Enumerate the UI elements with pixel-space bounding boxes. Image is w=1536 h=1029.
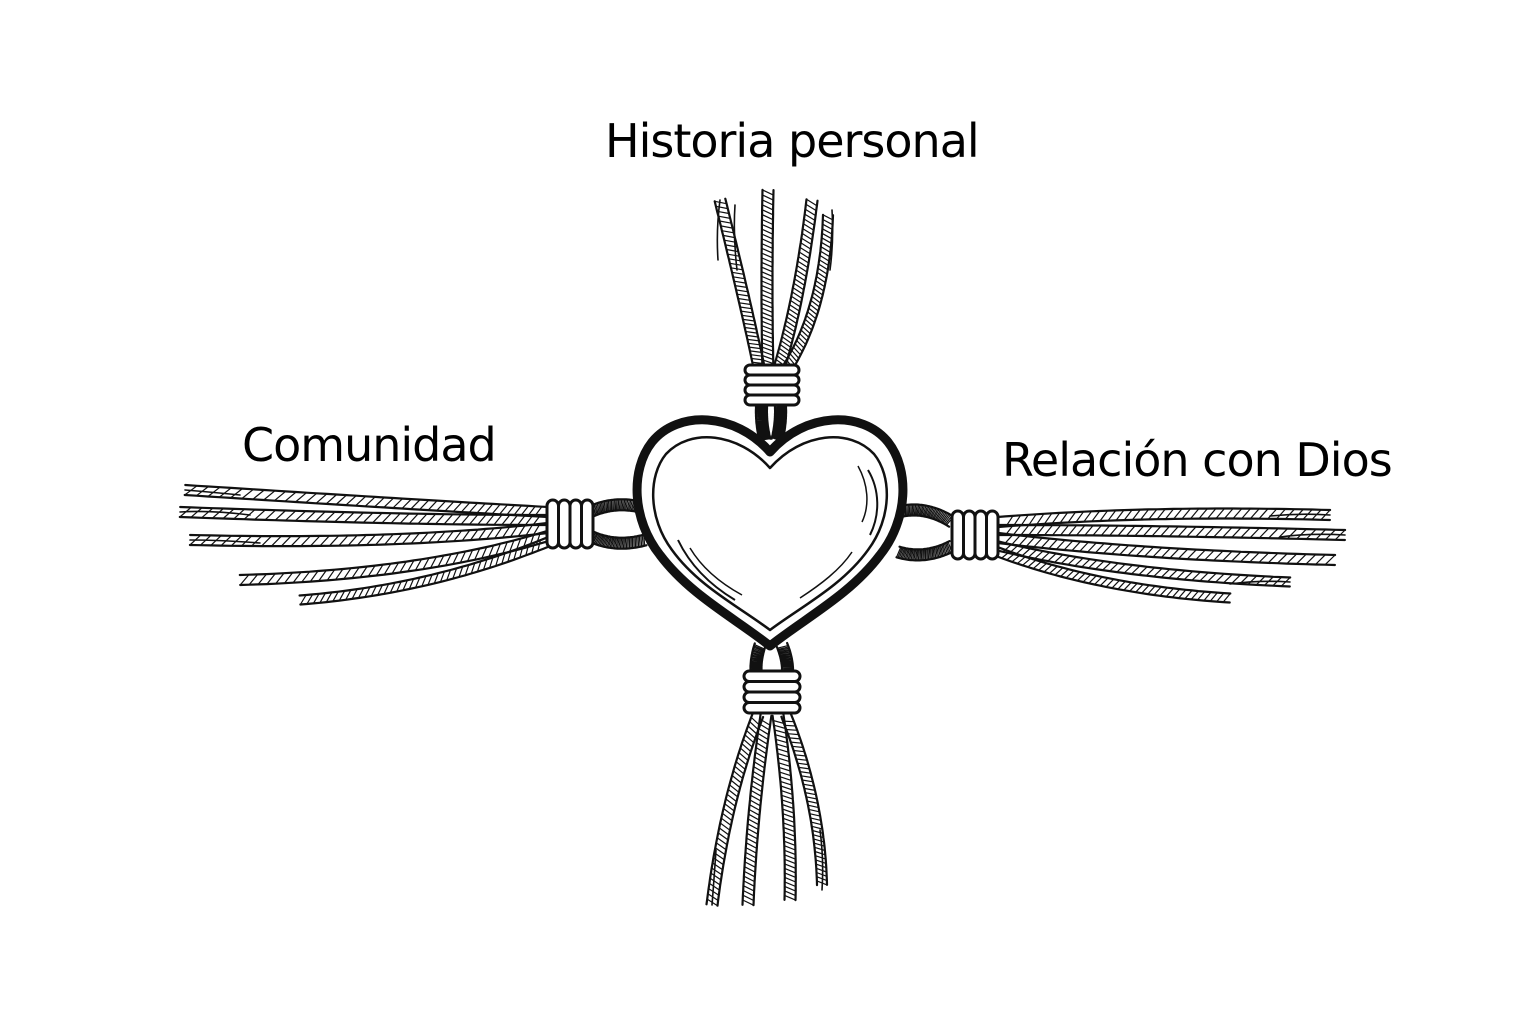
heart-shading [689,547,743,596]
rope-knot [742,669,802,715]
rope-knot [545,498,595,550]
rope-strand [780,712,829,887]
rope-strand [188,521,550,548]
knot-coil [557,498,572,550]
rope-twist [706,716,761,907]
rope-strand [996,531,1337,567]
rope-fiber [711,849,717,906]
strands-top [713,188,835,443]
heart-shading [867,469,879,536]
rope-strand [779,213,835,376]
heart-inner-line [651,436,889,632]
rope-twist [1004,534,1336,566]
rope-strand [178,505,550,527]
knot-coil [580,498,595,550]
rope-knots [545,363,1000,715]
rope-fiber [733,204,738,271]
rope-strand [996,523,1347,542]
rope-edge [771,714,786,901]
knot-coil [985,509,1000,561]
rope-strand [760,188,775,374]
rope-twist [773,719,797,901]
rope-twist [179,506,542,526]
rope-fiber [1279,533,1346,538]
rope-edge [771,189,775,373]
knot-coil [742,701,802,715]
knot-coil [973,509,988,561]
knot-coil [545,498,560,550]
knot-coil [743,393,801,407]
rope-strand [895,540,956,562]
rope-fiber [1269,513,1331,517]
rope-fiber [829,209,834,271]
rope-twist [742,718,771,906]
rope-strand [705,711,765,907]
rope-strand [995,546,1232,604]
rope-twist [895,541,953,561]
strands-left [178,483,551,606]
strands-right [995,507,1347,604]
rope-twist [239,532,541,586]
rope-twist [299,540,541,605]
rope-fiber [1229,580,1291,585]
rope-strand [586,529,648,550]
rope-fiber [716,199,721,261]
heart-icon [632,415,908,651]
rope-twist [1001,551,1231,603]
rope-strand [298,536,551,606]
rope-strand [771,198,819,375]
knot-coil [568,498,583,550]
heart-shading [857,465,868,523]
rope-twist [588,531,646,549]
label-historia-personal: Historia personal [605,114,980,168]
heart-shading [677,539,736,601]
label-comunidad: Comunidad [242,418,497,472]
rope-twist [714,200,765,368]
rope-knot [950,509,1000,561]
rope-fiber [179,510,251,516]
label-relacion-con-dios: Relación con Dios [1002,433,1393,487]
rope-strand [741,713,773,907]
rope-fiber [819,829,824,891]
rope-twist [897,504,954,526]
rope-twist [782,720,828,886]
rope-twist [1005,524,1346,541]
rope-strand [771,713,797,902]
knot-coil [962,509,977,561]
rope-fiber [189,539,261,544]
rope-twist [184,485,543,517]
knot-coil [950,509,965,561]
heart-shading [799,551,853,599]
rope-knot [743,363,801,407]
knot-coil [742,690,802,704]
rope-strand [895,503,956,528]
heart-outline [632,415,908,651]
rope-strand [713,197,767,375]
knot-coil [742,669,802,683]
rope-twist [1002,544,1291,587]
rope-fiber [184,489,241,496]
rope-edge [184,483,550,509]
knot-coil [742,680,802,694]
